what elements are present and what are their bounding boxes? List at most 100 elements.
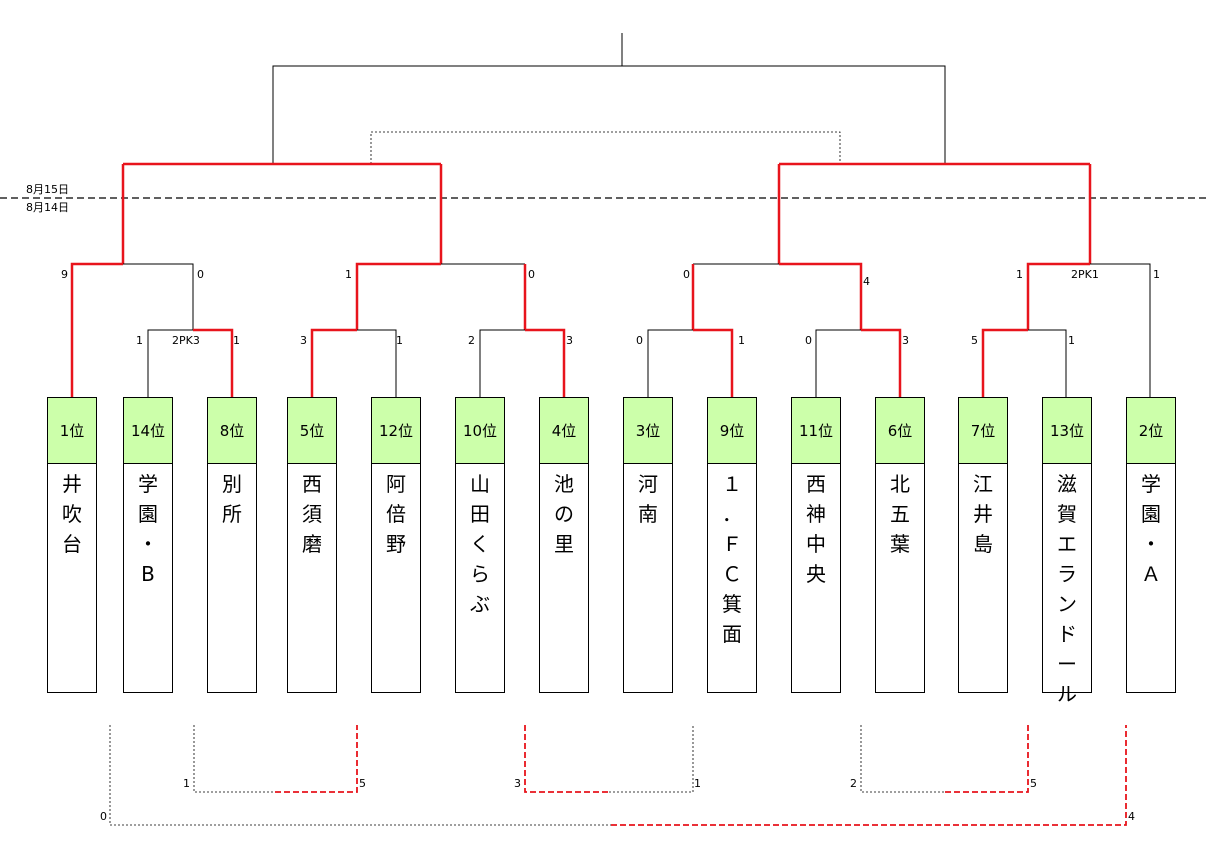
team-rank: 11位 xyxy=(792,398,840,464)
score: 5 xyxy=(359,777,366,790)
score: 0 xyxy=(100,810,107,823)
score: 3 xyxy=(300,334,307,347)
score: 1 xyxy=(183,777,190,790)
bracket-line xyxy=(981,328,1028,397)
team-box: 2位学園・Ａ xyxy=(1126,397,1176,693)
team-name: 山田くらぶ xyxy=(470,472,490,616)
bracket-line xyxy=(815,329,861,397)
bracket-line xyxy=(1026,262,1090,330)
score: 1 xyxy=(1068,334,1075,347)
bracket-line xyxy=(524,725,609,793)
bracket-line xyxy=(609,725,694,793)
team-rank: 6位 xyxy=(876,398,924,464)
bracket-line xyxy=(310,328,357,397)
bracket-line xyxy=(147,329,193,397)
score: 0 xyxy=(805,334,812,347)
score: 1 xyxy=(738,334,745,347)
team-rank: 10位 xyxy=(456,398,504,464)
bracket-line xyxy=(647,329,693,397)
score: 0 xyxy=(683,268,690,281)
score: 3 xyxy=(566,334,573,347)
team-rank: 14位 xyxy=(124,398,172,464)
team-box: 6位北五葉 xyxy=(875,397,925,693)
bracket-line xyxy=(193,725,275,793)
bracket-line xyxy=(779,262,863,330)
bracket-line xyxy=(370,131,841,164)
team-name: 西須磨 xyxy=(302,472,322,556)
score: 0 xyxy=(197,268,204,281)
team-name: 江井島 xyxy=(973,472,993,556)
team-box: 10位山田くらぶ xyxy=(455,397,505,693)
score: 5 xyxy=(971,334,978,347)
bracket-line xyxy=(611,725,1127,826)
bracket-line xyxy=(479,329,525,397)
team-name: 池の里 xyxy=(554,472,574,556)
bracket-line xyxy=(355,262,441,330)
team-box: 14位学園・B xyxy=(123,397,173,693)
team-rank: 4位 xyxy=(540,398,588,464)
score: 1 xyxy=(1153,268,1160,281)
team-name: 学園・Ａ xyxy=(1141,472,1161,586)
team-name: 北五葉 xyxy=(890,472,910,556)
bracket-line xyxy=(272,65,946,164)
team-rank: 8位 xyxy=(208,398,256,464)
score: 1 xyxy=(233,334,240,347)
score: 0 xyxy=(636,334,643,347)
team-box: 8位別所 xyxy=(207,397,257,693)
bracket-line xyxy=(193,328,234,397)
bracket-line xyxy=(693,328,734,397)
date-label-lower: 8月14日 xyxy=(26,201,69,214)
team-name: 阿倍野 xyxy=(386,472,406,556)
team-rank: 12位 xyxy=(372,398,420,464)
score: 1 xyxy=(345,268,352,281)
bracket-line xyxy=(861,328,902,397)
pk-score: 2PK1 xyxy=(1071,268,1099,281)
team-box: 13位滋賀エランドール xyxy=(1042,397,1092,706)
score: 4 xyxy=(1128,810,1135,823)
team-name: 井吹台 xyxy=(62,472,82,556)
bracket-line xyxy=(860,725,945,793)
bracket-line xyxy=(357,329,397,397)
bracket-line xyxy=(123,263,194,330)
team-box: 3位河南 xyxy=(623,397,673,693)
score: 3 xyxy=(902,334,909,347)
score: 1 xyxy=(1016,268,1023,281)
team-name: 西神中央 xyxy=(806,472,826,586)
team-rank: 7位 xyxy=(959,398,1007,464)
score: 9 xyxy=(61,268,68,281)
score: 1 xyxy=(694,777,701,790)
team-name: 河南 xyxy=(638,472,658,526)
bracket-line xyxy=(1028,329,1067,397)
team-box: 5位西須磨 xyxy=(287,397,337,693)
team-rank: 9位 xyxy=(708,398,756,464)
bracket-line xyxy=(1090,263,1151,397)
team-box: 12位阿倍野 xyxy=(371,397,421,693)
team-rank: 3位 xyxy=(624,398,672,464)
team-name: 滋賀エランドール xyxy=(1057,472,1077,706)
bracket-line xyxy=(275,725,358,793)
score: 5 xyxy=(1030,777,1037,790)
score: 1 xyxy=(136,334,143,347)
score: 2 xyxy=(468,334,475,347)
pk-score: 2PK3 xyxy=(172,334,200,347)
score: 4 xyxy=(863,275,870,288)
team-rank: 1位 xyxy=(48,398,96,464)
team-box: 1位井吹台 xyxy=(47,397,97,693)
team-rank: 2位 xyxy=(1127,398,1175,464)
team-box: 4位池の里 xyxy=(539,397,589,693)
bracket-line xyxy=(945,725,1029,793)
score: 1 xyxy=(396,334,403,347)
team-rank: 13位 xyxy=(1043,398,1091,464)
team-box: 11位西神中央 xyxy=(791,397,841,693)
bracket-line xyxy=(525,328,566,397)
team-box: 7位江井島 xyxy=(958,397,1008,693)
score: 3 xyxy=(514,777,521,790)
team-name: 別所 xyxy=(222,472,242,526)
bracket-line xyxy=(109,725,611,826)
team-rank: 5位 xyxy=(288,398,336,464)
score: 2 xyxy=(850,777,857,790)
